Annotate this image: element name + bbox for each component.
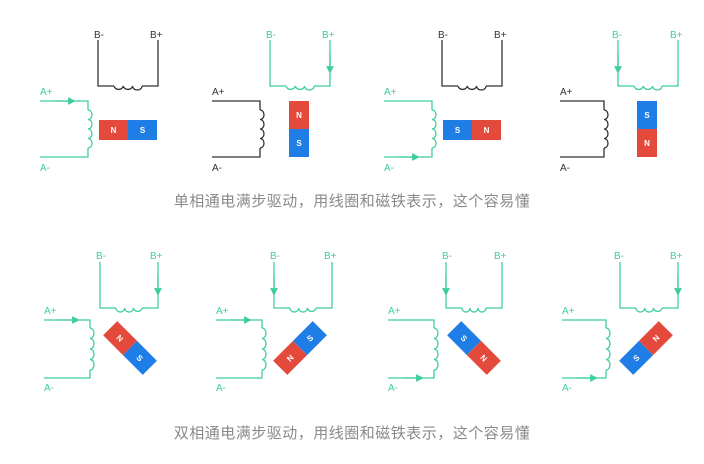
magnet-north-label: N <box>478 353 489 364</box>
label-b-minus: B- <box>270 251 280 262</box>
label-a-plus: A+ <box>384 87 397 98</box>
coil-b <box>269 40 334 91</box>
coil-b <box>442 262 503 313</box>
coil-b <box>99 262 162 313</box>
magnet-north-label: N <box>285 353 296 364</box>
magnet-south-label: S <box>631 353 642 364</box>
panel-row2-step1: B- B+ A+ A- N S <box>44 251 163 394</box>
label-a-minus: A- <box>216 383 226 394</box>
magnet: S N <box>619 321 673 375</box>
coil-a <box>560 100 609 158</box>
panel-row1-step1: B- B+ A+ A- N S <box>40 30 163 174</box>
label-b-plus: B+ <box>150 251 163 262</box>
magnet-north-label: N <box>111 126 117 135</box>
label-a-minus: A- <box>560 163 570 174</box>
magnet-north-label: N <box>296 111 302 120</box>
label-b-minus: B- <box>96 251 106 262</box>
coil-b <box>270 262 333 313</box>
coil-b <box>441 40 503 91</box>
label-a-plus: A+ <box>212 87 225 98</box>
label-a-minus: A- <box>384 163 394 174</box>
magnet-south-label: S <box>455 126 461 135</box>
panel-row1-step2: B- B+ A+ A- N S <box>212 30 335 174</box>
label-a-plus: A+ <box>562 306 575 317</box>
label-a-plus: A+ <box>560 87 573 98</box>
coil-a <box>212 100 265 158</box>
coil-a <box>44 316 95 379</box>
magnet: N S <box>289 101 309 157</box>
magnet: N S <box>103 321 157 375</box>
label-a-plus: A+ <box>216 306 229 317</box>
magnet: S N <box>637 101 657 157</box>
magnet-south-label: S <box>140 126 146 135</box>
coil-a <box>562 319 611 382</box>
coil-b <box>614 40 679 91</box>
panel-row1-step3: B- B+ A+ A- S N <box>384 30 507 174</box>
coil-a <box>216 316 267 379</box>
coil-a <box>384 100 437 161</box>
label-a-plus: A+ <box>40 87 53 98</box>
magnet-north-label: N <box>484 126 490 135</box>
label-a-minus: A- <box>562 383 572 394</box>
label-b-minus: B- <box>612 30 622 41</box>
magnet: S N <box>443 120 501 140</box>
coil-b <box>97 40 159 91</box>
coil-a <box>388 319 439 382</box>
caption-single-phase: 单相通电满步驱动，用线圈和磁铁表示，这个容易懂 <box>173 192 531 210</box>
magnet-north-label: N <box>644 139 650 148</box>
magnet-south-label: S <box>134 353 145 364</box>
magnet: N S <box>273 321 327 375</box>
magnet-north-label: N <box>115 333 126 344</box>
label-b-minus: B- <box>614 251 624 262</box>
coil-b <box>619 262 682 313</box>
label-a-plus: A+ <box>388 306 401 317</box>
panel-row2-step2: B- B+ A+ A- N S <box>216 251 337 394</box>
magnet-south-label: S <box>644 111 650 120</box>
caption-dual-phase: 双相通电满步驱动，用线圈和磁铁表示，这个容易懂 <box>173 424 531 442</box>
panel-row2-step4: B- B+ A+ A- S N <box>562 251 683 394</box>
label-a-minus: A- <box>40 163 50 174</box>
label-b-plus: B+ <box>494 251 507 262</box>
label-a-minus: A- <box>212 163 222 174</box>
panel-row2-step3: B- B+ A+ A- S N <box>388 251 507 394</box>
label-b-minus: B- <box>266 30 276 41</box>
magnet-south-label: S <box>459 333 470 344</box>
magnet: N S <box>99 120 157 140</box>
label-a-plus: A+ <box>44 306 57 317</box>
label-b-minus: B- <box>442 251 452 262</box>
label-a-minus: A- <box>44 383 54 394</box>
label-b-plus: B+ <box>670 251 683 262</box>
coil-a <box>40 97 93 158</box>
label-b-plus: B+ <box>324 251 337 262</box>
label-b-plus: B+ <box>494 30 507 41</box>
magnet-north-label: N <box>651 333 662 344</box>
magnet-south-label: S <box>305 333 316 344</box>
magnet: S N <box>447 321 501 375</box>
label-b-minus: B- <box>438 30 448 41</box>
label-b-plus: B+ <box>150 30 163 41</box>
label-b-minus: B- <box>94 30 104 41</box>
label-b-plus: B+ <box>322 30 335 41</box>
panel-row1-step4: B- B+ A+ A- S N <box>560 30 683 174</box>
label-a-minus: A- <box>388 383 398 394</box>
label-b-plus: B+ <box>670 30 683 41</box>
magnet-south-label: S <box>296 139 302 148</box>
